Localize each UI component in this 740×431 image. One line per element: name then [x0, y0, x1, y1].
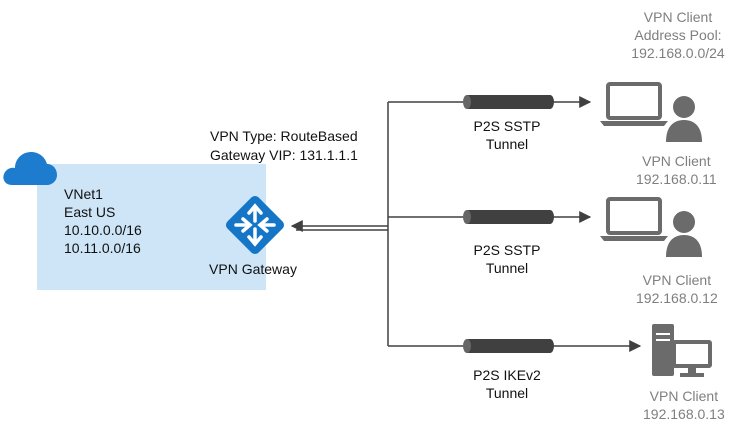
tunnel-cylinder-1 [463, 95, 554, 109]
tunnel-cylinder-2 [463, 210, 554, 224]
tunnel-protocol-2: P2S SSTP [473, 242, 541, 258]
vnet-prefix-2: 10.11.0.0/16 [64, 240, 141, 256]
vnet-info: VNet1 East US 10.10.0.0/16 10.11.0.0/16 [64, 185, 142, 257]
vpn-gateway-icon [225, 195, 285, 255]
pool-line-1: VPN Client [643, 9, 713, 25]
pool-line-2: Address Pool: [634, 27, 722, 43]
client-ip-3: 192.168.0.13 [643, 406, 725, 422]
tunnel-word-3: Tunnel [485, 385, 529, 401]
vnet-prefix-1: 10.10.0.0/16 [64, 222, 142, 238]
tunnel-label-2: P2S SSTP Tunnel [452, 241, 562, 277]
desktop-computer-icon [652, 324, 712, 377]
client-ip-2: 192.168.0.12 [636, 290, 718, 306]
vnet-region: East US [64, 204, 116, 220]
tunnel-word-2: Tunnel [485, 260, 529, 276]
tunnel-label-1: P2S SSTP Tunnel [452, 117, 562, 153]
client-info-3: VPN Client 192.168.0.13 [643, 387, 725, 423]
gateway-label: VPN Gateway [209, 261, 297, 277]
gateway-info: VPN Type: RouteBased Gateway VIP: 131.1.… [210, 127, 358, 165]
tunnel-protocol-3: P2S IKEv2 [473, 367, 541, 383]
client-name-1: VPN Client [642, 153, 711, 169]
gateway-vip-label: Gateway VIP: 131.1.1.1 [210, 147, 358, 163]
vnet-name: VNet1 [64, 186, 103, 202]
client-name-2: VPN Client [642, 272, 712, 288]
tunnel-word-1: Tunnel [485, 136, 529, 152]
laptop-user-icon [600, 197, 702, 257]
tunnel-label-3: P2S IKEv2 Tunnel [452, 366, 562, 402]
laptop-user-icon [600, 82, 702, 142]
address-pool: VPN Client Address Pool: 192.168.0.0/24 [618, 8, 738, 62]
client-info-1: VPN Client 192.168.0.11 [636, 152, 717, 188]
tunnel-cylinder-3 [463, 339, 554, 353]
cloud-icon [3, 152, 57, 185]
client-ip-1: 192.168.0.11 [636, 171, 717, 187]
client-name-3: VPN Client [649, 388, 719, 404]
client-info-2: VPN Client 192.168.0.12 [636, 271, 718, 307]
pool-line-3: 192.168.0.0/24 [631, 45, 725, 61]
tunnel-protocol-1: P2S SSTP [473, 118, 541, 134]
vpn-type-label: VPN Type: RouteBased [210, 128, 358, 144]
